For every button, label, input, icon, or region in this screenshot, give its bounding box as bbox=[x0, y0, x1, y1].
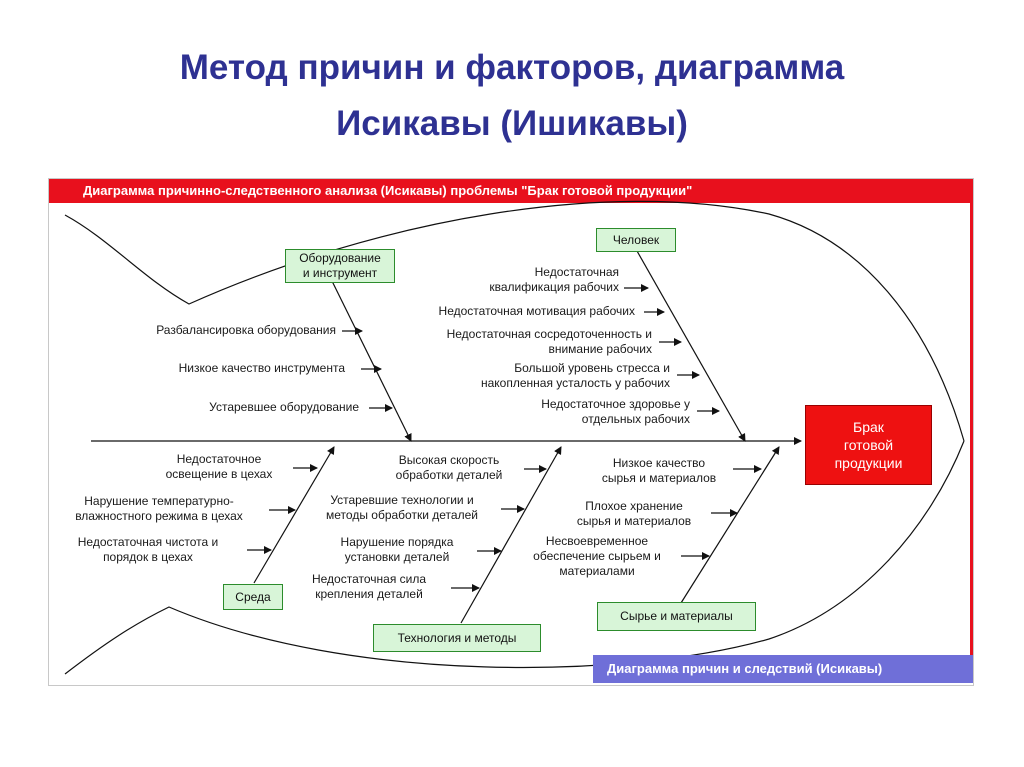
cause-equipment-3: Устаревшее оборудование bbox=[209, 400, 359, 414]
category-materials: Сырье и материалы bbox=[597, 602, 756, 631]
bone-technology bbox=[460, 446, 562, 624]
slide-title-line-2: Исикавы (Ишикавы) bbox=[336, 104, 688, 143]
slide-title-line-1: Метод причин и факторов, диаграмма bbox=[179, 48, 845, 87]
fish-outline-top bbox=[64, 200, 965, 442]
bone-environment bbox=[253, 446, 335, 584]
fishbone-diagram: Диаграмма причинно-следственного анализа… bbox=[48, 178, 974, 686]
slide-title: Метод причин и факторов, диаграмма Исика… bbox=[0, 40, 1024, 152]
cause-environment-2: Нарушение температурно-влажностного режи… bbox=[75, 494, 243, 523]
effect-box: Брак готовой продукции bbox=[805, 405, 932, 485]
category-people: Человек bbox=[596, 228, 676, 252]
fishbone-lines bbox=[64, 200, 965, 675]
fish-outline-bottom bbox=[64, 440, 965, 675]
right-stripe bbox=[970, 203, 973, 655]
cause-equipment-2: Низкое качество инструмента bbox=[178, 361, 345, 375]
bottom-banner: Диаграмма причин и следствий (Исикавы) bbox=[593, 655, 973, 683]
category-technology: Технология и методы bbox=[373, 624, 541, 652]
cause-equipment-1: Разбалансировка оборудования bbox=[156, 323, 336, 337]
bone-equipment bbox=[330, 278, 412, 442]
cause-people-2: Недостаточная мотивация рабочих bbox=[438, 304, 635, 318]
category-environment: Среда bbox=[223, 584, 283, 610]
bone-materials bbox=[680, 446, 780, 604]
bone-people bbox=[636, 250, 746, 442]
top-banner: Диаграмма причинно-следственного анализа… bbox=[49, 179, 973, 203]
